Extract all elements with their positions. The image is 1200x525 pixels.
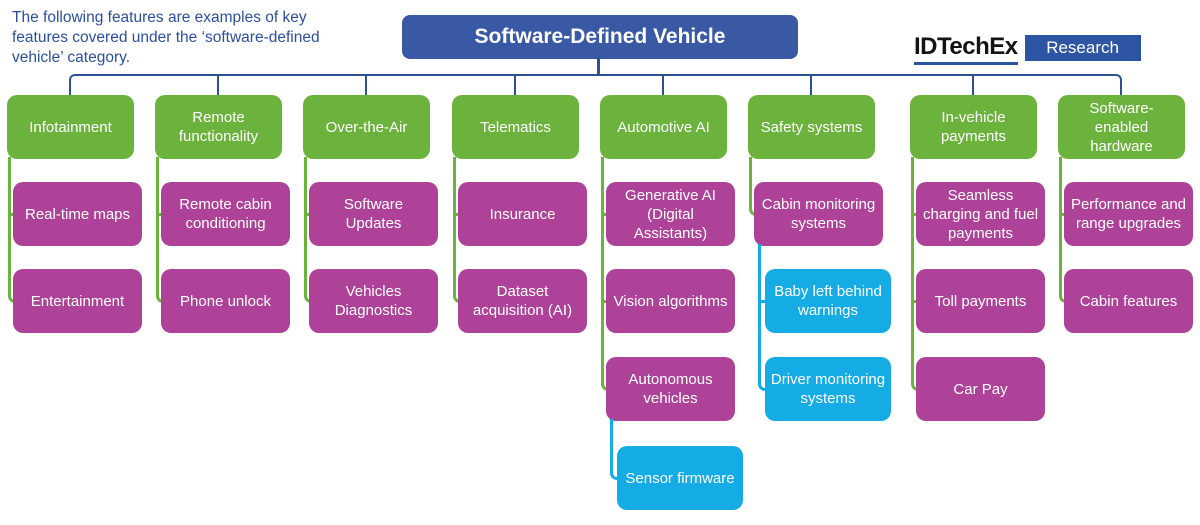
node-label: Remote cabin conditioning	[179, 196, 272, 232]
connector-stub	[758, 299, 767, 303]
node-label: Driver monitoring systems	[770, 371, 886, 407]
node-autonomous-vehicles: Autonomous vehicles	[606, 357, 735, 421]
node-label: Generative AI (Digital Assistants)	[625, 186, 716, 242]
node-generative-ai-digital-assistants: Generative AI (Digital Assistants)	[606, 182, 735, 246]
node-vehicles-diagnostics: Vehicles Diagnostics	[309, 269, 438, 333]
intro-text: The following features are examples of k…	[12, 9, 320, 66]
connector-branch	[610, 419, 619, 480]
logo-brand-text: IDTechEx	[914, 33, 1018, 65]
connector-branch	[156, 157, 163, 303]
node-label: Insurance	[489, 205, 556, 223]
node-label: Software-enabled hardware	[1089, 99, 1154, 155]
node-label: Sensor firmware	[625, 469, 735, 487]
connector-stub	[156, 212, 163, 216]
connector-branch	[911, 157, 918, 391]
node-automotive-ai: Automotive AI	[600, 95, 727, 159]
node-software-updates: Software Updates	[309, 182, 438, 246]
node-seamless-charging-and-fuel-payments: Seamless charging and fuel payments	[916, 182, 1045, 246]
node-cabin-monitoring-systems: Cabin monitoring systems	[754, 182, 883, 246]
node-remote-functionality: Remote functionality	[155, 95, 282, 159]
connector-stub	[1059, 212, 1066, 216]
node-label: Car Pay	[953, 380, 1008, 398]
node-label: Software Updates	[343, 196, 404, 232]
node-insurance: Insurance	[458, 182, 587, 246]
node-label: Phone unlock	[180, 292, 271, 310]
connector-category-drop	[661, 76, 664, 95]
connector-stub	[601, 299, 608, 303]
connector-branch	[304, 157, 311, 303]
connector-stub	[911, 212, 918, 216]
node-label: Autonomous vehicles	[628, 371, 713, 407]
node-baby-left-behind-warnings: Baby left behind warnings	[765, 269, 891, 333]
idtechex-research-logo: IDTechEx Research	[914, 33, 1141, 65]
node-performance-and-range-upgrades: Performance and range upgrades	[1064, 182, 1193, 246]
node-sensor-firmware: Sensor firmware	[617, 446, 743, 510]
node-remote-cabin-conditioning: Remote cabin conditioning	[161, 182, 290, 246]
node-label: Remote functionality	[178, 109, 259, 145]
node-label: Infotainment	[29, 118, 112, 136]
connector-branch	[601, 157, 608, 391]
node-label: Baby left behind warnings	[774, 283, 882, 319]
node-phone-unlock: Phone unlock	[161, 269, 290, 333]
node-telematics: Telematics	[452, 95, 579, 159]
root-node-label: Software-Defined Vehicle	[474, 25, 726, 48]
node-label: Toll payments	[934, 292, 1027, 310]
node-label: Vision algorithms	[613, 292, 728, 310]
connector-stub	[8, 212, 15, 216]
root-node-software-defined-vehicle: Software-Defined Vehicle	[402, 15, 798, 59]
node-software-enabled-hardware: Software-enabled hardware	[1058, 95, 1185, 159]
logo-research-badge: Research	[1024, 35, 1141, 61]
connector-stub	[304, 212, 311, 216]
node-dataset-acquisition-ai: Dataset acquisition (AI)	[458, 269, 587, 333]
node-in-vehicle-payments: In-vehicle payments	[910, 95, 1037, 159]
connector-top-rail	[68, 74, 1122, 95]
node-label: Cabin features	[1079, 292, 1178, 310]
connector-stub	[911, 299, 918, 303]
connector-branch	[749, 157, 756, 216]
node-label: Seamless charging and fuel payments	[922, 186, 1039, 242]
connector-title-drop	[597, 57, 600, 76]
node-toll-payments: Toll payments	[916, 269, 1045, 333]
connector-category-drop	[809, 76, 812, 95]
node-label: Telematics	[480, 118, 551, 136]
node-label: In-vehicle payments	[940, 109, 1007, 145]
connector-stub	[601, 212, 608, 216]
connector-category-drop	[513, 76, 516, 95]
node-label: Entertainment	[30, 292, 125, 310]
node-driver-monitoring-systems: Driver monitoring systems	[765, 357, 891, 421]
node-label: Automotive AI	[617, 118, 710, 136]
node-label: Cabin monitoring systems	[761, 196, 876, 232]
node-label: Real-time maps	[24, 205, 131, 223]
node-cabin-features: Cabin features	[1064, 269, 1193, 333]
connector-stub	[453, 212, 460, 216]
node-label: Vehicles Diagnostics	[334, 283, 413, 319]
node-infotainment: Infotainment	[7, 95, 134, 159]
node-safety-systems: Safety systems	[748, 95, 875, 159]
node-label: Performance and range upgrades	[1070, 196, 1187, 232]
node-over-the-air: Over-the-Air	[303, 95, 430, 159]
node-entertainment: Entertainment	[13, 269, 142, 333]
connector-category-drop	[216, 76, 219, 95]
node-label: Over-the-Air	[325, 118, 408, 136]
node-label: Safety systems	[760, 118, 863, 136]
connector-category-drop	[971, 76, 974, 95]
node-car-pay: Car Pay	[916, 357, 1045, 421]
connector-branch	[8, 157, 15, 303]
node-vision-algorithms: Vision algorithms	[606, 269, 735, 333]
connector-branch	[758, 244, 767, 391]
connector-category-drop	[364, 76, 367, 95]
node-real-time-maps: Real-time maps	[13, 182, 142, 246]
node-label: Dataset acquisition (AI)	[472, 283, 573, 319]
connector-branch	[1059, 157, 1066, 303]
connector-branch	[453, 157, 460, 303]
